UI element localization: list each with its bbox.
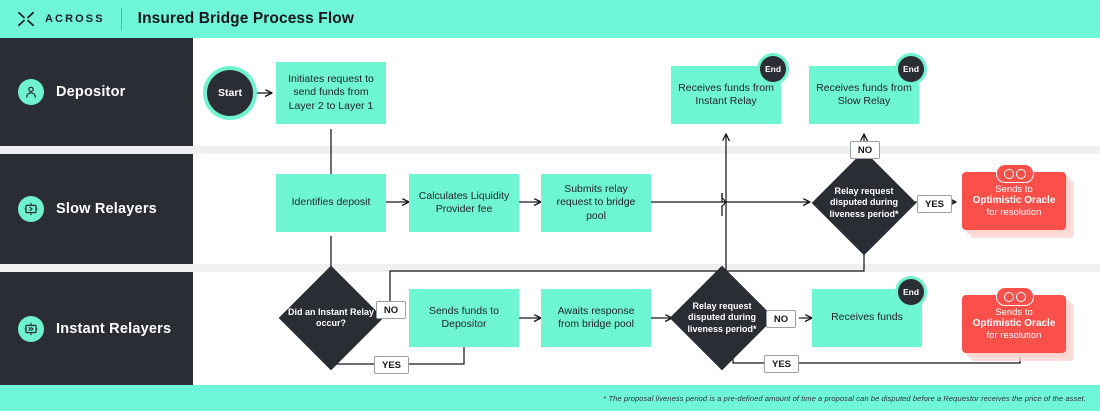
lane-label-slow-relayers: Slow Relayers (56, 201, 157, 217)
decision-slow-dispute[interactable]: Relay request disputed during liveness p… (811, 150, 917, 256)
app-header: ACROSS Insured Bridge Process Flow (0, 0, 1100, 38)
across-x-icon (18, 11, 34, 27)
brand-name: ACROSS (45, 13, 105, 25)
optimistic-oracle-icon (996, 287, 1034, 306)
start-node[interactable]: Start (207, 70, 253, 116)
end-badge-instant: End (760, 56, 786, 82)
diagram-canvas: Depositor Slow Relayers Instant Relayers (0, 38, 1100, 385)
end-badge-slow: End (898, 56, 924, 82)
oracle-line-2: Optimistic Oracle (972, 318, 1056, 329)
lane-separator-1 (0, 146, 1100, 154)
oracle-line-1: Sends to (995, 306, 1033, 318)
relay-chevron-icon (18, 196, 44, 222)
oracle-card-instant[interactable]: Sends to Optimistic Oracle for resolutio… (962, 287, 1074, 361)
oracle-line-2: Optimistic Oracle (972, 195, 1056, 206)
lane-separator-2 (0, 264, 1100, 272)
node-submits-relay-request[interactable]: Submits relay request to bridge pool (541, 174, 651, 232)
node-initiates-request[interactable]: Initiates request to send funds from Lay… (276, 62, 386, 124)
oracle-line-1: Sends to (995, 183, 1033, 195)
optimistic-oracle-icon (996, 164, 1034, 183)
oracle-line-3: for resolution (986, 330, 1042, 341)
page-title: Insured Bridge Process Flow (137, 10, 354, 27)
end-badge-receives-funds: End (898, 279, 924, 305)
sidebar-item-depositor[interactable]: Depositor (0, 38, 193, 146)
decision-instant-dispute[interactable]: Relay request disputed during liveness p… (669, 265, 775, 371)
edge-label-slow-no: NO (850, 141, 880, 159)
sidebar-item-instant-relayers[interactable]: Instant Relayers (0, 272, 193, 385)
edge-label-dispute-no: NO (766, 310, 796, 328)
node-identifies-deposit[interactable]: Identifies deposit (276, 174, 386, 232)
brand-logo[interactable]: ACROSS (0, 9, 105, 29)
footer: * The proposal liveness period is a pre-… (0, 385, 1100, 411)
lane-label-depositor: Depositor (56, 84, 126, 100)
node-calculates-lp-fee[interactable]: Calculates Liquidity Provider fee (409, 174, 519, 232)
node-sends-funds-to-depositor[interactable]: Sends funds to Depositor (409, 289, 519, 347)
edge-label-slow-yes: YES (917, 195, 952, 213)
edge-label-instant-yes: YES (374, 356, 409, 374)
edge-label-instant-no: NO (376, 301, 406, 319)
footnote-text: * The proposal liveness period is a pre-… (603, 393, 1086, 403)
edge-label-dispute-yes: YES (764, 355, 799, 373)
oracle-card-face: Sends to Optimistic Oracle for resolutio… (962, 172, 1066, 230)
person-icon (18, 79, 44, 105)
decision-did-instant-relay-occur[interactable]: Did an Instant Relay occur? (278, 265, 384, 371)
sidebar-item-slow-relayers[interactable]: Slow Relayers (0, 154, 193, 264)
relay-double-chevron-icon (18, 315, 44, 342)
oracle-line-3: for resolution (986, 207, 1042, 218)
lane-label-instant-relayers: Instant Relayers (56, 320, 172, 337)
oracle-card-slow[interactable]: Sends to Optimistic Oracle for resolutio… (962, 164, 1074, 238)
node-awaits-response[interactable]: Awaits response from bridge pool (541, 289, 651, 347)
header-divider (120, 8, 122, 30)
